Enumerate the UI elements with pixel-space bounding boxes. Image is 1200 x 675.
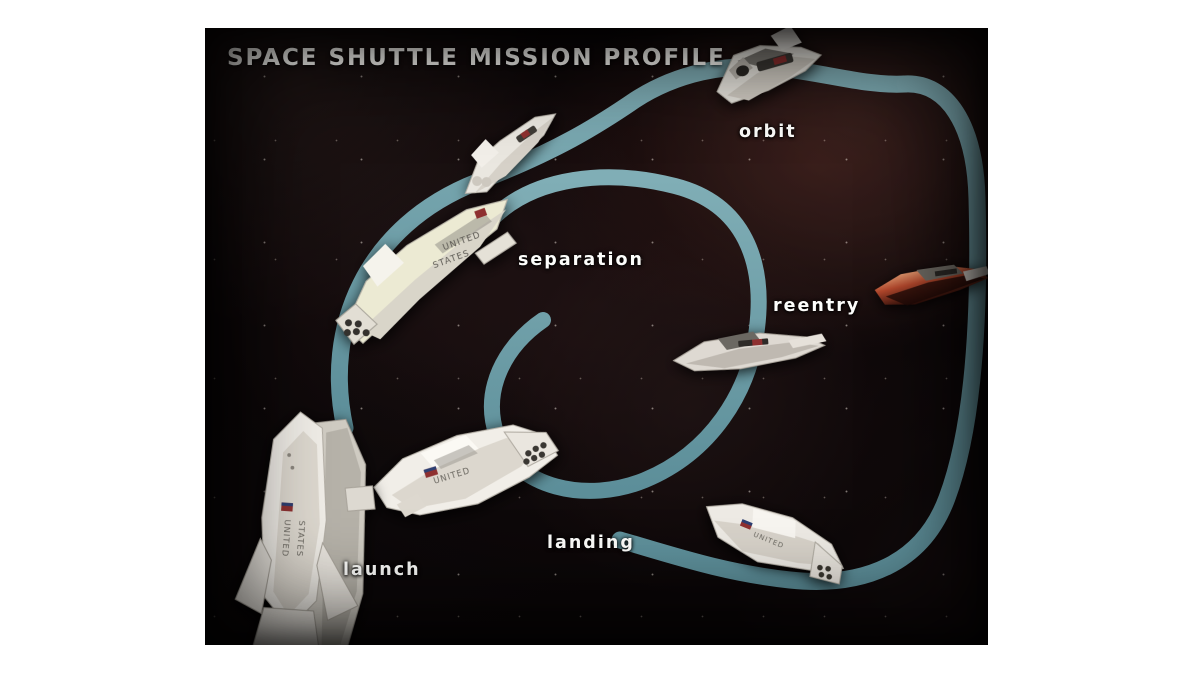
craft-approach: UNITED [680, 477, 863, 622]
label-reentry: reentry [773, 296, 861, 316]
craft-landing: UNITED [356, 391, 581, 560]
photo-vignette [205, 28, 988, 645]
mission-profile-poster: SPACE SHUTTLE MISSION PROFILE orbit [205, 28, 988, 645]
label-orbit: orbit [739, 122, 797, 142]
craft-separation-orbiter [434, 91, 585, 218]
page-title: SPACE SHUTTLE MISSION PROFILE [227, 45, 726, 71]
craft-reentry-glider [667, 313, 832, 389]
label-landing: landing [547, 533, 635, 553]
label-separation: separation [518, 250, 645, 270]
craft-orbit [683, 28, 842, 133]
craft-reentry-glow [870, 252, 988, 324]
craft-separation-booster: UNITED STATES [298, 178, 553, 374]
craft-launch-stack: UNITED STATES [229, 392, 404, 645]
svg-text:UNITED: UNITED [280, 519, 293, 557]
path-descent [611, 75, 987, 590]
label-launch: launch [343, 560, 421, 580]
svg-text:STATES: STATES [295, 520, 308, 557]
